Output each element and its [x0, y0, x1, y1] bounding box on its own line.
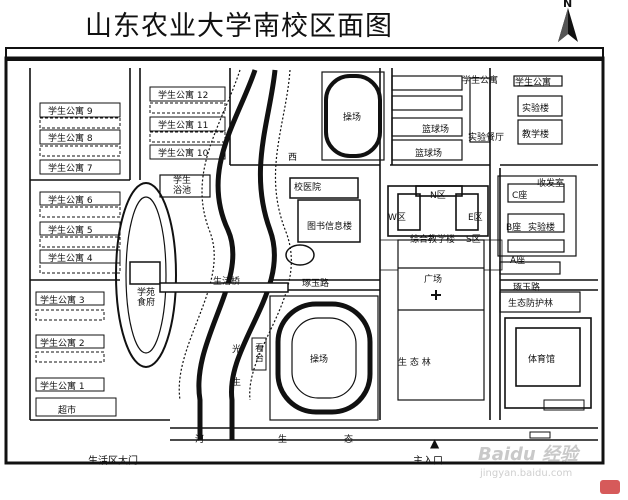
north-playground-box: [321, 71, 385, 161]
bath-building: [159, 174, 211, 198]
dorm-ne-label-2: 学生公寓: [515, 78, 552, 88]
lab-label: 实验楼: [522, 104, 550, 114]
river-label-tai: 态: [344, 435, 354, 445]
dorm-8-label: 学生公寓 8: [48, 134, 93, 144]
south-playground-track: [275, 301, 373, 415]
dorm-2-label: 学生公寓 2: [40, 339, 85, 349]
north-playground-track: [324, 74, 382, 158]
south-playground-box: [269, 295, 379, 421]
lab-b-label: 实验楼: [528, 223, 556, 233]
dorm-12-label: 学生公寓 12: [158, 91, 209, 101]
square-label: 广场: [424, 275, 443, 285]
w-zone-label: W区: [388, 213, 406, 223]
basketball-1-label: 篮球场: [422, 125, 450, 135]
s-zone-label: S区: [466, 235, 481, 245]
library-area: [285, 177, 361, 266]
watermark-url: jingyan.baidu.com: [480, 468, 573, 479]
south-playground-field: [291, 317, 357, 399]
n-zone-label: N区: [430, 191, 446, 201]
living-bridge: [159, 282, 289, 293]
bath-label: 学生 浴池: [173, 176, 192, 196]
square: [397, 239, 485, 401]
dorm-3-label: 学生公寓 3: [40, 296, 85, 306]
watermark-badge: [600, 480, 620, 494]
bottom-right-blocks: [529, 399, 585, 439]
west-label: 西: [288, 153, 298, 163]
hospital-label: 校医院: [294, 183, 322, 193]
life-gate-label: 生活区大门: [88, 456, 138, 467]
dorm-blocks-bottom: [35, 291, 117, 417]
dorm-7-label: 学生公寓 7: [48, 164, 93, 174]
ne-buildings: [497, 75, 581, 313]
supermarket-label: 超市: [58, 406, 77, 416]
river: [196, 69, 278, 440]
canteen-oval-inner: [125, 196, 167, 354]
bridge-label: 生活桥: [213, 277, 241, 287]
top-road-border: [5, 47, 604, 61]
e-zone-label: E区: [468, 213, 483, 223]
c-block-label: C座: [512, 191, 528, 201]
gym: [504, 317, 592, 409]
exp-canteen-label: 实验餐厅: [468, 133, 505, 143]
zhuoyu-e-label: 琢玉路: [513, 283, 541, 293]
sheng-small-label: 生: [232, 378, 242, 388]
dorm-6-label: 学生公寓 6: [48, 196, 93, 206]
teaching-label: 教学楼: [522, 130, 550, 140]
north-playground-label: 操场: [343, 113, 362, 123]
dorm-4-label: 学生公寓 4: [48, 254, 93, 264]
zhuoyu-label: 琢玉路: [302, 279, 330, 289]
river-label-he: 河: [195, 435, 205, 445]
complex-label: 综合教学楼: [410, 235, 456, 245]
dorm-1-label: 学生公寓 1: [40, 382, 85, 392]
dorm-11-label: 学生公寓 11: [158, 121, 209, 131]
mid-ecology-label: 生 态 林: [398, 358, 431, 368]
canteen-oval-outer: [115, 182, 177, 368]
map-title: 山东农业大学南校区面图: [85, 11, 393, 42]
main-gate-marker: ▲: [430, 436, 440, 450]
dorm-10-label: 学生公寓 10: [158, 149, 209, 159]
south-playground-label: 操场: [310, 355, 329, 365]
complex-teaching-building: [387, 185, 489, 237]
dorm-5-label: 学生公寓 5: [48, 226, 93, 236]
sports-blocks: [391, 75, 491, 161]
library-label: 图书信息楼: [307, 222, 353, 232]
square-stairs: [379, 239, 503, 271]
basketball-2-label: 篮球场: [415, 149, 443, 159]
map-outer-border: [4, 56, 605, 465]
north-letter: N: [563, 0, 573, 10]
canteen-building: [129, 261, 161, 285]
light-label: 光: [232, 345, 242, 355]
a-block-label: A座: [510, 256, 526, 266]
watermark: Baidu 经验: [478, 444, 579, 465]
canteen-label: 学苑 食府: [137, 288, 156, 308]
north-arrow-icon: [558, 8, 578, 42]
b-block-label: B座: [506, 223, 522, 233]
river-label-sheng: 生: [278, 435, 288, 445]
dorm-9-label: 学生公寓 9: [48, 107, 93, 117]
gym-label: 体育馆: [528, 355, 556, 365]
mail-label: 收发室: [537, 179, 565, 189]
stand: [251, 337, 267, 371]
stand-label: 看 台: [255, 344, 265, 364]
river-banks: [178, 69, 292, 401]
ecology-label: 生态防护林: [508, 299, 554, 309]
dorm-ne-label: 学生公寓: [462, 76, 499, 86]
main-gate-label: 主入口: [413, 456, 443, 467]
